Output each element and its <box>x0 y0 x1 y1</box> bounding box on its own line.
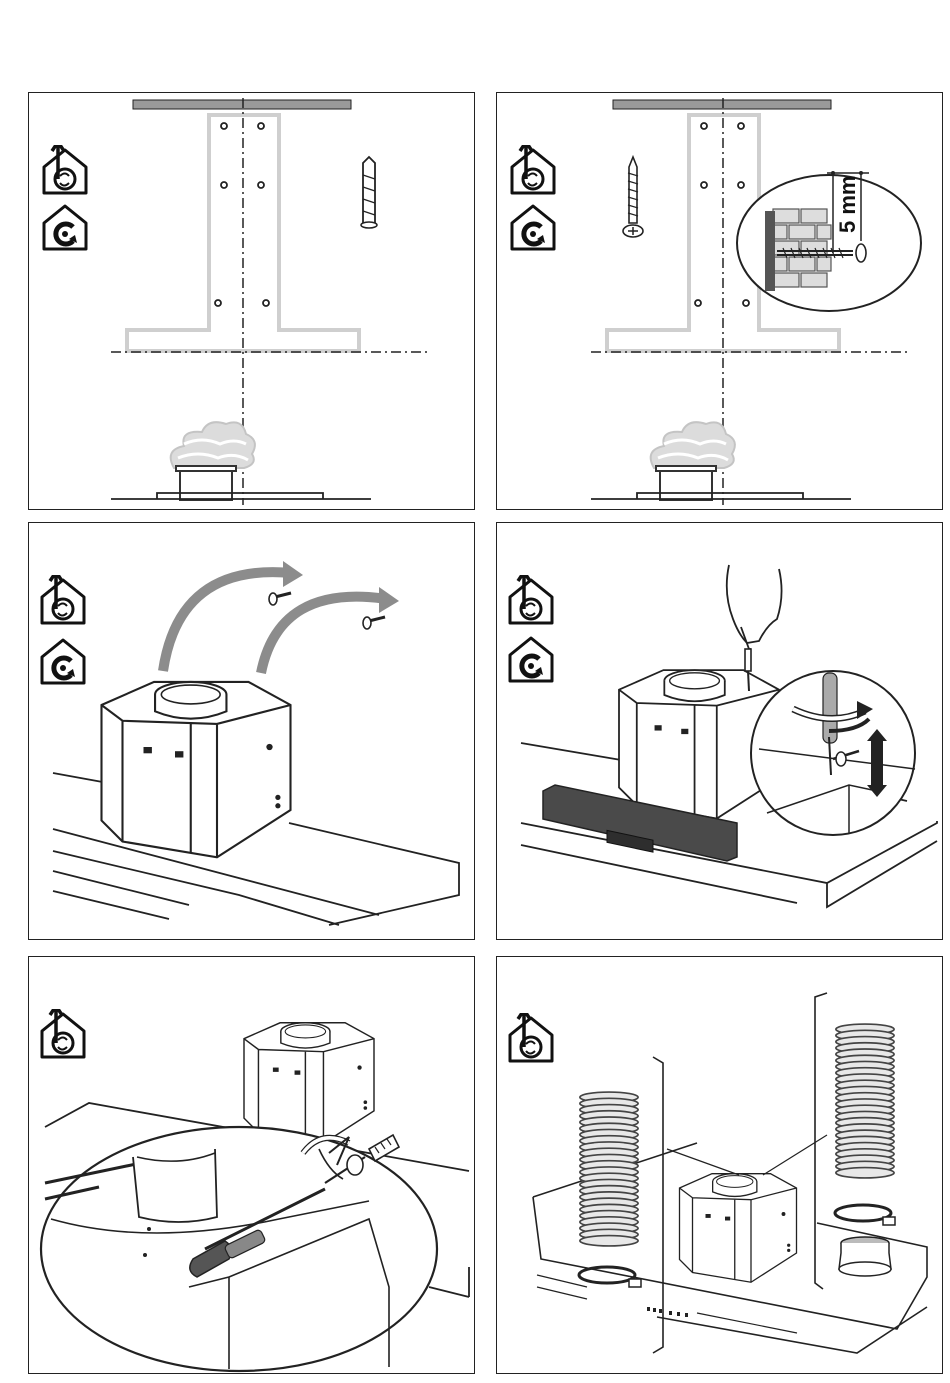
control-panel-marks <box>647 1307 688 1317</box>
screw-detail-zoom <box>41 1127 437 1371</box>
cooking-pot-icon <box>651 422 735 500</box>
recirculation-mode-icon <box>39 201 91 253</box>
recirculation-mode-icon <box>507 201 559 253</box>
panel-2-drawing: 5 mm <box>497 93 943 510</box>
screw-1 <box>269 593 291 605</box>
drill-holes <box>695 123 749 306</box>
ducted-mode-icon <box>37 1009 89 1061</box>
wall-detail-zoom: 5 mm <box>737 171 921 311</box>
ducted-mode-icon <box>505 1013 557 1065</box>
screw-2 <box>363 617 385 629</box>
panel-6-drawing <box>497 957 943 1374</box>
dimension-label: 5 mm <box>835 176 860 233</box>
flexible-duct-left <box>580 1092 638 1246</box>
ducted-mode-icon <box>37 575 89 627</box>
wall-plug <box>361 157 377 228</box>
ducted-mode-icon <box>39 145 91 197</box>
recirculation-mode-icon <box>37 635 89 687</box>
panel-step-2: 5 mm <box>496 92 943 510</box>
ducted-mode-icon <box>507 145 559 197</box>
panel-step-5 <box>28 956 475 1374</box>
motor-box <box>244 1023 374 1144</box>
removal-arrows <box>163 561 399 673</box>
panel-3-drawing <box>29 523 475 940</box>
ceiling-bar <box>133 100 351 109</box>
flexible-duct-right <box>836 1024 894 1178</box>
cooking-pot-icon <box>171 422 255 500</box>
drill-holes <box>215 123 269 306</box>
panel-step-4 <box>496 522 943 940</box>
ceiling-bar <box>613 100 831 109</box>
panel-5-drawing <box>29 957 475 1374</box>
duct-adapter <box>839 1237 891 1276</box>
panel-1-drawing <box>29 93 475 510</box>
panel-step-1 <box>28 92 475 510</box>
motor-box <box>680 1174 797 1283</box>
screw <box>623 157 643 237</box>
panel-step-3 <box>28 522 475 940</box>
adjustment-zoom <box>751 671 915 835</box>
motor-box <box>102 682 291 857</box>
recirculation-mode-icon <box>505 633 557 685</box>
panel-4-drawing <box>497 523 943 940</box>
hose-clamp-right <box>835 1205 895 1225</box>
panel-step-6 <box>496 956 943 1374</box>
ducted-mode-icon <box>505 575 557 627</box>
